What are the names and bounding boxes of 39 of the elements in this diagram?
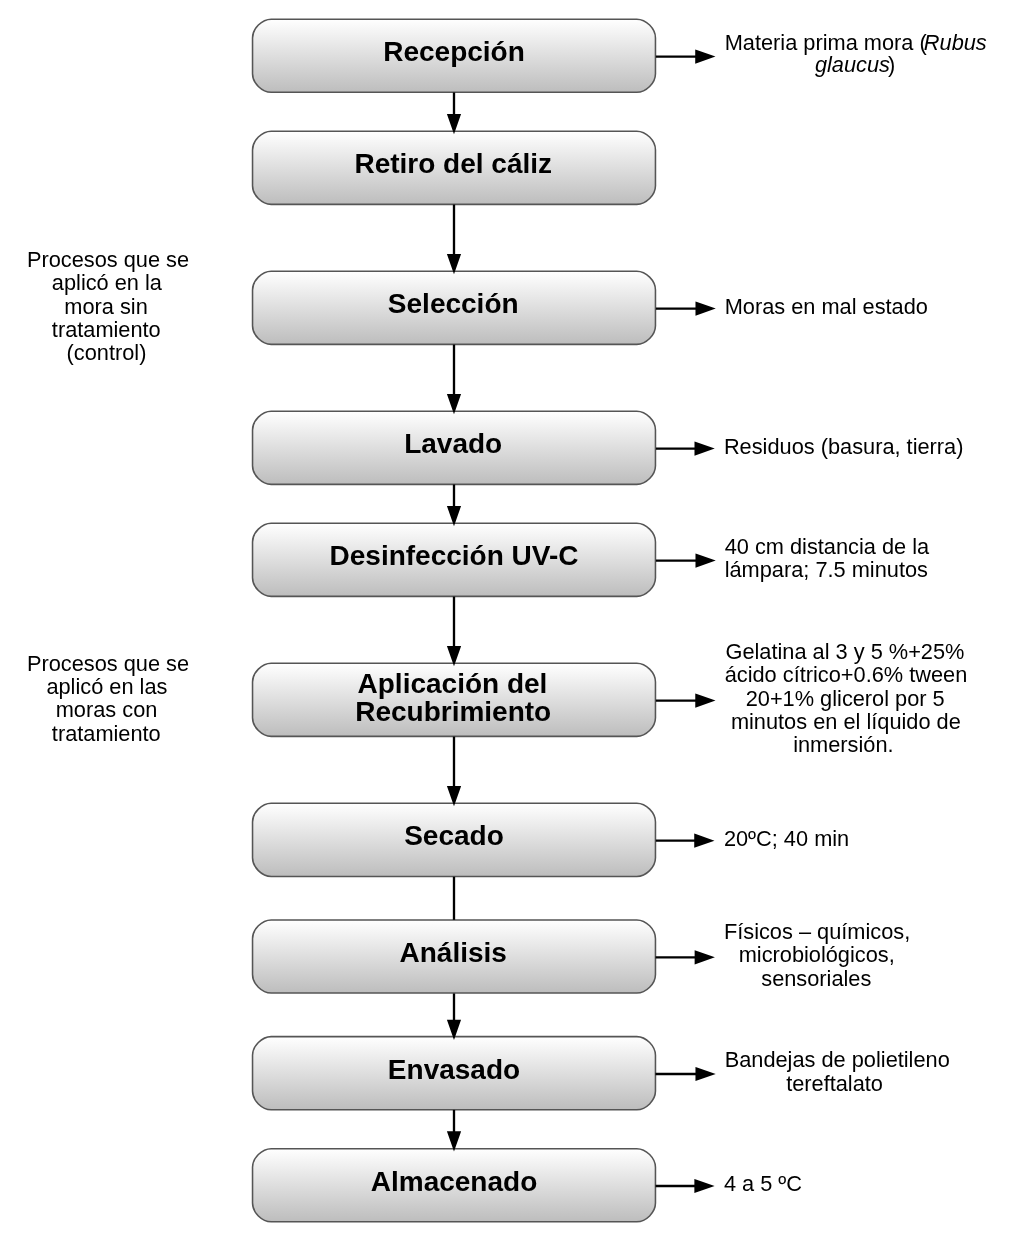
- arrow: [446, 1109, 462, 1152]
- arrow: [655, 1066, 716, 1082]
- node-box: Envasado: [251, 1035, 657, 1111]
- node-box: Selección: [251, 270, 657, 346]
- node-box: Recepción: [251, 18, 657, 94]
- arrow: [655, 693, 716, 708]
- arrow: [655, 441, 715, 456]
- connector: [452, 876, 456, 920]
- node-text: 20ºC; 40 min: [723, 825, 850, 851]
- node-box: Aplicación del Recubrimiento: [251, 662, 657, 738]
- node-box: Análisis: [251, 919, 657, 994]
- node-text: Materia prima mora (Rubus glaucus): [724, 29, 987, 77]
- arrow: [655, 950, 715, 965]
- node-text: Físicos – químicos, microbiológicos, sensoriales: [723, 918, 911, 991]
- arrow: [446, 344, 462, 415]
- node-text: 40 cm distancia de la lámpara; 7.5 minutos: [724, 533, 930, 583]
- arrow: [446, 596, 462, 667]
- node-text: Residuos (basura, tierra): [723, 433, 964, 459]
- arrow: [446, 736, 462, 807]
- arrow: [655, 301, 716, 316]
- node-text: Moras en mal estado: [724, 293, 928, 319]
- node-box: Lavado: [251, 410, 657, 486]
- label: Procesos que se aplicó en la mora sin tratamiento (control): [26, 246, 190, 366]
- arrow: [655, 833, 715, 848]
- arrow: [655, 1178, 715, 1194]
- node-box: Desinfección UV-C: [251, 522, 657, 598]
- node-text: 4 a 5 ºC: [723, 1170, 803, 1196]
- node-box: Secado: [251, 802, 657, 878]
- arrow: [446, 92, 462, 135]
- node-text: Bandejas de polietileno tereftalato: [724, 1047, 950, 1096]
- arrow: [446, 484, 462, 527]
- arrow: [446, 204, 462, 275]
- arrow: [655, 49, 716, 64]
- node-box: Almacenado: [251, 1147, 657, 1223]
- arrow: [655, 553, 716, 568]
- arrow: [446, 993, 462, 1041]
- node-text: Gelatina al 3 y 5 %+25% ácido cítrico+0.6% tween 20+1% glicerol por 5 minutos en el líquido de inmersión.: [724, 638, 968, 758]
- node-box: Retiro del cáliz: [251, 130, 657, 206]
- label: Procesos que se aplicó en las moras con tratamiento: [26, 650, 190, 746]
